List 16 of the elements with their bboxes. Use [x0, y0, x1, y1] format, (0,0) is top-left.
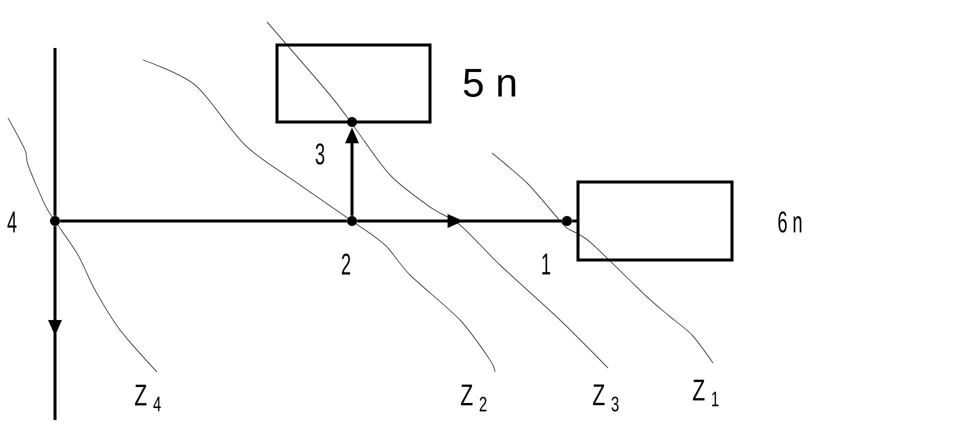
point-number: 2	[342, 254, 350, 274]
junction-point	[347, 117, 357, 127]
point-number: 1	[542, 254, 550, 274]
rectangle-block	[276, 44, 432, 124]
point-number: 3	[316, 143, 324, 165]
rectangle-block	[576, 180, 734, 262]
block-label: 6 n	[778, 211, 802, 233]
block-label: 5 n	[464, 69, 516, 97]
zone-label: Z $_{4}$	[135, 384, 161, 412]
point-number: 4	[7, 212, 16, 232]
zone-label: Z $_{3}$	[593, 384, 619, 412]
junction-point	[50, 216, 60, 226]
junction-point	[562, 216, 572, 226]
junction-point	[347, 216, 357, 226]
zone-label: Z $_{2}$	[461, 384, 486, 412]
zone-label: Z $_{1}$	[693, 380, 718, 406]
